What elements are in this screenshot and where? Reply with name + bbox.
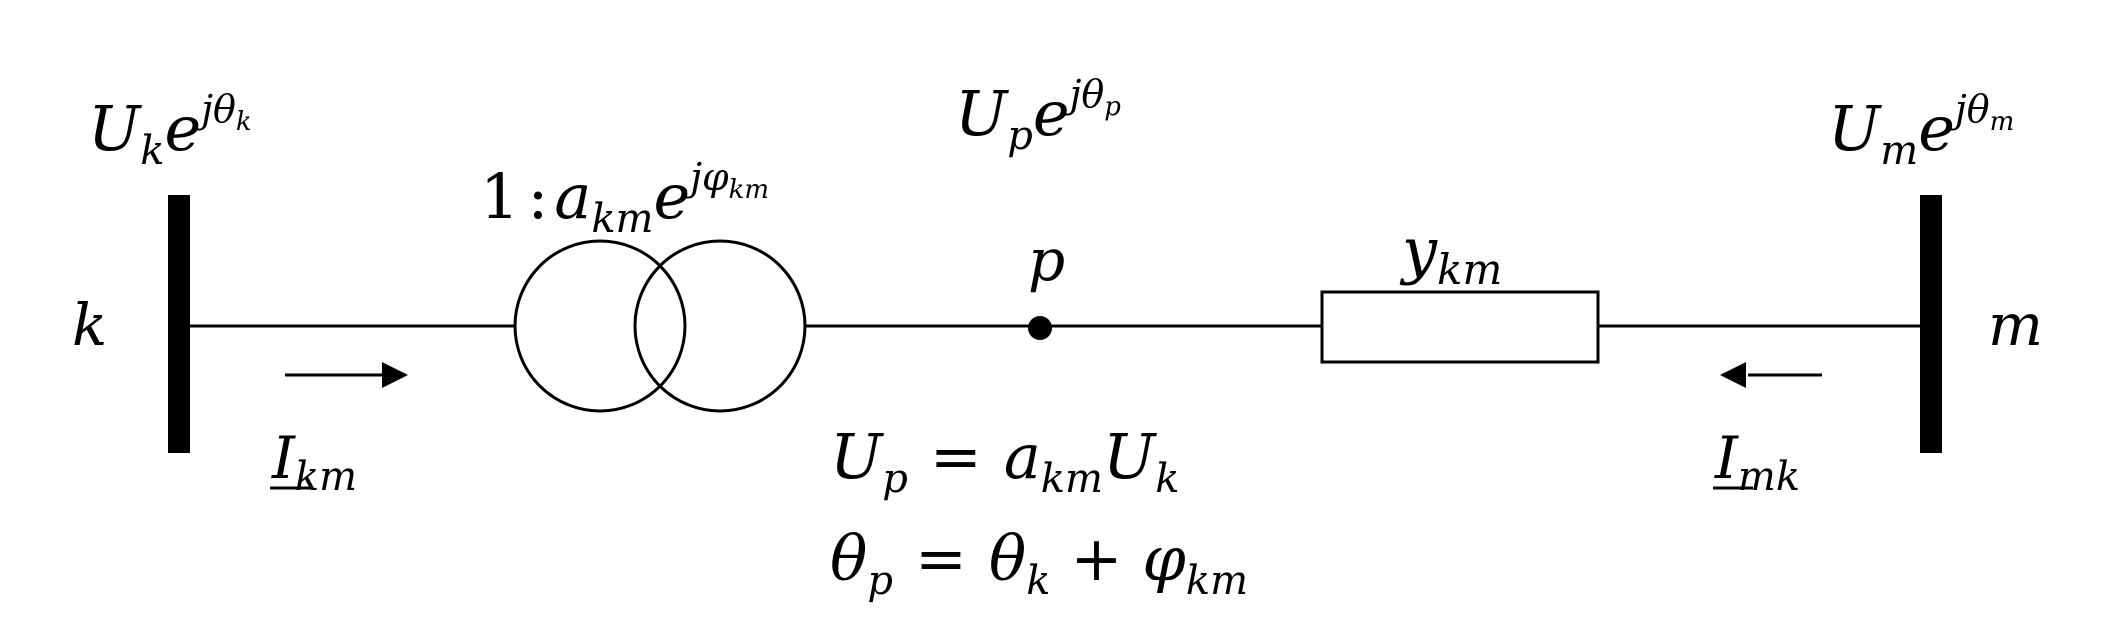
bus-m-label: m: [1988, 291, 2043, 359]
admittance-block: [1320, 290, 1600, 364]
equation-angle: θp=θk+φkm: [830, 522, 1248, 604]
voltage-m-label: Umejθm: [1828, 87, 2014, 174]
current-mk-label: Imk: [1713, 424, 1800, 500]
node-p-label: p: [1028, 226, 1065, 294]
node-p-dot: [1028, 316, 1052, 340]
admittance-label: ykm: [1399, 214, 1502, 294]
transformer-secondary-coil: [633, 239, 807, 413]
transformer-ratio-label: 1:akmejφkm: [480, 155, 769, 242]
voltage-p-label: Upejθp: [955, 72, 1121, 159]
svg-text:Ikm: Ikm: [271, 424, 357, 500]
equation-voltage: Up=akmUk: [830, 420, 1179, 502]
voltage-k-label: Ukejθk: [88, 87, 252, 174]
arrow-left-icon: [1720, 362, 1822, 388]
svg-text:Imk: Imk: [1714, 424, 1800, 500]
bus-k-label: k: [72, 291, 107, 359]
arrow-right-icon: [285, 362, 408, 388]
bus-bar-m: [1920, 195, 1942, 453]
current-km-label: Ikm: [270, 424, 357, 500]
bus-bar-k: [168, 195, 190, 453]
transformer-primary-coil: [513, 239, 687, 413]
